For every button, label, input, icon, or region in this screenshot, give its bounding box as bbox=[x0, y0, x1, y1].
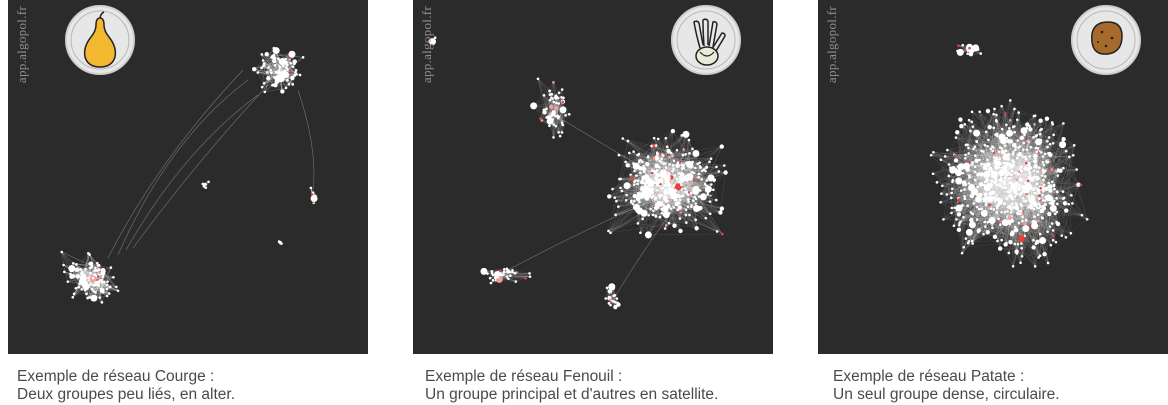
network-graph-courge bbox=[60, 46, 318, 304]
potato-icon bbox=[1071, 5, 1141, 75]
caption-patate: Exemple de réseau Patate : Un seul group… bbox=[833, 368, 1168, 404]
watermark: app.algopol.fr bbox=[824, 6, 839, 84]
watermark: app.algopol.fr bbox=[419, 6, 434, 84]
caption-description: Deux groupes peu liés, en alter. bbox=[17, 386, 235, 403]
nodes bbox=[929, 43, 1089, 268]
network-graph-fenouil bbox=[427, 36, 728, 310]
caption-description: Un seul groupe dense, circulaire. bbox=[833, 386, 1060, 403]
caption-title: Exemple de réseau Patate : bbox=[833, 368, 1025, 385]
caption-fenouil: Exemple de réseau Fenouil : Un groupe pr… bbox=[425, 368, 805, 404]
nodes bbox=[60, 46, 318, 304]
network-panel-patate: app.algopol.fr bbox=[818, 0, 1168, 354]
gourd-icon bbox=[65, 5, 135, 75]
caption-courge: Exemple de réseau Courge : Deux groupes … bbox=[17, 368, 397, 404]
fennel-icon bbox=[671, 5, 741, 75]
caption-title: Exemple de réseau Courge : bbox=[17, 368, 215, 385]
caption-title: Exemple de réseau Fenouil : bbox=[425, 368, 623, 385]
network-panel-fenouil: app.algopol.fr bbox=[413, 0, 773, 354]
watermark: app.algopol.fr bbox=[14, 6, 29, 84]
caption-description: Un groupe principal et d'autres en satel… bbox=[425, 386, 719, 403]
nodes bbox=[427, 36, 728, 310]
network-graph-patate bbox=[929, 43, 1089, 268]
network-panel-courge: app.algopol.fr bbox=[8, 0, 368, 354]
